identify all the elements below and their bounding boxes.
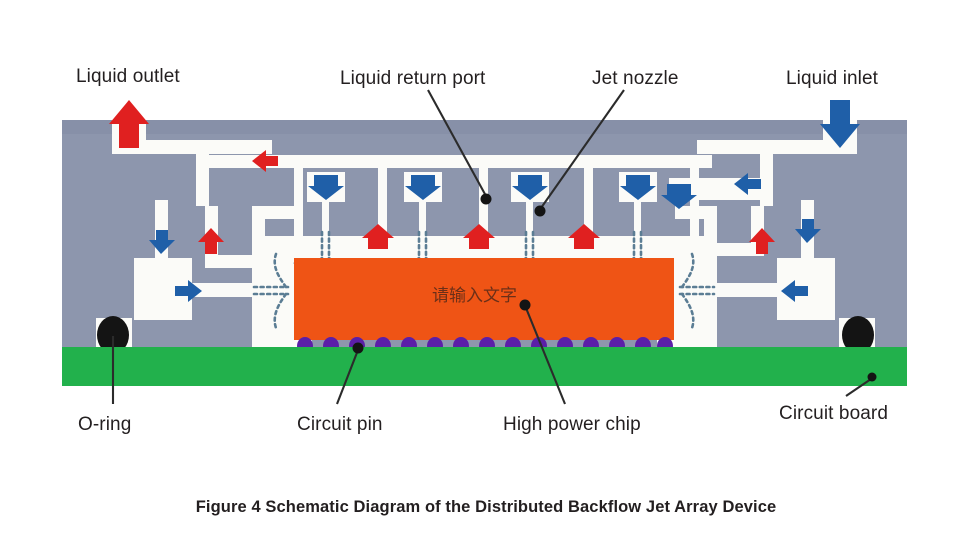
- label-liquid-return-port: Liquid return port: [340, 68, 486, 89]
- arrow-return-left-top: [252, 150, 278, 172]
- chip-placeholder-text: 请输入文字: [432, 286, 517, 306]
- leader-high-power-chip: [525, 307, 566, 405]
- manifold-flow-arrows: [149, 150, 821, 302]
- arrow-inlet-right-down: [795, 219, 821, 243]
- arrow-inlet-right-left: [781, 280, 808, 302]
- arrow-inlet-left-right: [175, 280, 202, 302]
- chip-return-arrows: [362, 224, 600, 249]
- arrow-return-left-up: [198, 228, 224, 254]
- arrow-inlet-left-down: [149, 230, 175, 254]
- o-rings: [96, 316, 875, 354]
- circuit-board: [62, 347, 907, 386]
- jet-nozzle-feed-right: [661, 184, 697, 209]
- leader-jet-nozzle: [540, 89, 625, 209]
- label-liquid-inlet: Liquid inlet: [786, 68, 879, 89]
- figure-caption: Figure 4 Schematic Diagram of the Distri…: [195, 498, 777, 516]
- leader-circuit-board: [845, 378, 872, 397]
- side-jets: [252, 252, 716, 330]
- arrow-return-right-up: [749, 228, 775, 254]
- label-circuit-pin: Circuit pin: [297, 414, 383, 435]
- label-o-ring: O-ring: [78, 414, 132, 435]
- label-liquid-outlet: Liquid outlet: [76, 66, 180, 87]
- label-circuit-board: Circuit board: [779, 403, 889, 424]
- label-high-power-chip: High power chip: [503, 414, 641, 435]
- high-power-chip: [294, 258, 674, 340]
- o-ring-left: [97, 316, 129, 354]
- arrow-inlet-right-top: [734, 173, 761, 195]
- leader-liquid-return-port: [427, 89, 487, 197]
- jet-nozzle-1: [291, 172, 360, 267]
- leader-lines: [111, 89, 877, 405]
- arrow-liquid-outlet: [109, 100, 149, 148]
- jet-nozzle-3: [495, 172, 564, 267]
- main-flow-arrows: [109, 100, 860, 148]
- leader-circuit-pin: [336, 349, 359, 405]
- o-ring-right: [842, 316, 874, 354]
- arrow-liquid-inlet: [820, 100, 860, 148]
- label-jet-nozzle: Jet nozzle: [592, 68, 679, 89]
